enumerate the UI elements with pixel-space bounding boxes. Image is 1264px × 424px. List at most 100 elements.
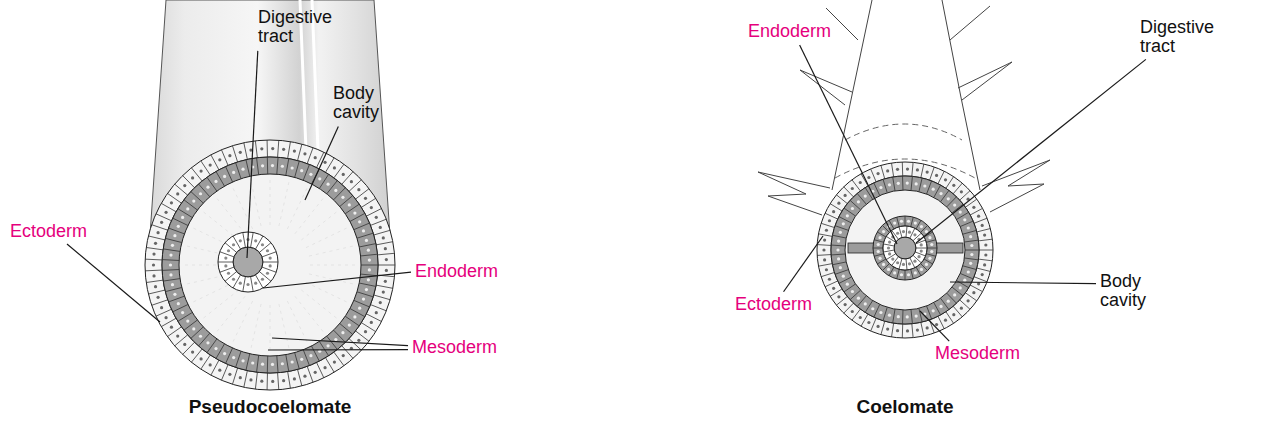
cell-wall: [201, 161, 210, 175]
cell-wall: [251, 277, 254, 292]
cell-wall: [298, 144, 302, 160]
cell-nucleus: [916, 328, 919, 331]
cell-wall: [334, 164, 344, 178]
cell-wall: [835, 270, 848, 275]
cell-wall: [378, 265, 395, 266]
cell-nucleus: [266, 272, 269, 275]
cell-nucleus: [914, 271, 917, 274]
cell-nucleus: [199, 357, 202, 360]
cell-wall: [361, 265, 378, 266]
cell-wall: [817, 254, 831, 256]
cell-nucleus: [926, 170, 929, 173]
cell-nucleus: [186, 207, 189, 210]
cell-nucleus: [191, 176, 194, 179]
cell-wall: [340, 196, 353, 207]
cell-wall: [184, 320, 198, 330]
cell-wall: [342, 346, 353, 359]
cell-wall: [919, 308, 922, 322]
cell-nucleus: [897, 315, 900, 318]
cell-nucleus: [176, 192, 179, 195]
cell-wall: [374, 295, 390, 300]
cell-wall: [861, 174, 868, 186]
cavity-shading: [301, 212, 336, 240]
cell-nucleus: [867, 321, 870, 324]
cell-nucleus: [906, 167, 909, 170]
cell-nucleus: [181, 216, 184, 219]
cell-nucleus: [825, 229, 828, 232]
cell-wall: [246, 354, 250, 371]
cell-nucleus: [271, 147, 274, 150]
cell-wall: [184, 200, 198, 210]
cell-nucleus: [888, 314, 891, 317]
cell-wall: [946, 312, 954, 324]
cell-wall: [349, 339, 361, 351]
cell-wall: [350, 213, 365, 221]
cell-nucleus: [846, 214, 849, 217]
cell-wall: [220, 252, 234, 257]
cell-nucleus: [357, 188, 360, 191]
cell-nucleus: [930, 243, 933, 246]
cell-wall: [946, 177, 954, 189]
cell-nucleus: [939, 192, 942, 195]
cell-wall: [926, 254, 936, 257]
cell-nucleus: [925, 263, 928, 266]
cell-wall: [156, 214, 172, 221]
cell-nucleus: [967, 226, 970, 229]
cell-nucleus: [323, 366, 326, 369]
cell-nucleus: [832, 210, 835, 213]
cell-nucleus: [823, 258, 826, 261]
cell-nucleus: [209, 363, 212, 366]
part-label: Body cavity: [333, 84, 403, 123]
cavity-shading: [217, 296, 245, 331]
part-label: Mesoderm: [412, 338, 497, 357]
cell-wall: [921, 264, 928, 271]
cell-nucleus: [382, 290, 385, 293]
cell-nucleus: [271, 164, 274, 167]
cell-nucleus: [303, 152, 306, 155]
cell-wall: [359, 244, 376, 247]
cell-nucleus: [341, 196, 344, 199]
cell-wall: [817, 244, 831, 246]
cell-nucleus: [983, 263, 986, 266]
cell-wall: [825, 213, 838, 219]
cell-wall: [191, 168, 202, 181]
cell-nucleus: [282, 148, 285, 151]
cell-nucleus: [384, 280, 387, 283]
cell-nucleus: [154, 285, 157, 288]
cell-wall: [221, 150, 228, 166]
cell-wall: [832, 262, 846, 265]
cell-wall: [244, 143, 248, 160]
cell-nucleus: [913, 260, 916, 263]
leader-line: [67, 244, 160, 322]
cell-nucleus: [271, 363, 274, 366]
cell-nucleus: [239, 282, 242, 285]
cell-layer: [883, 226, 927, 270]
cell-nucleus: [837, 239, 840, 242]
cell-wall: [232, 146, 237, 162]
cell-wall: [930, 167, 935, 180]
cell-nucleus: [342, 173, 345, 176]
cell-wall: [850, 290, 860, 299]
cell-wall: [821, 223, 834, 227]
cell-wall: [334, 330, 346, 342]
cell-nucleus: [878, 257, 881, 260]
cell-wall: [345, 204, 359, 214]
cell-wall: [295, 353, 300, 369]
cell-nucleus: [246, 283, 249, 286]
cell-wall: [145, 270, 162, 272]
cell-wall: [905, 270, 906, 280]
cell-nucleus: [935, 323, 938, 326]
cell-wall: [857, 193, 866, 204]
cell-wall: [161, 203, 176, 211]
cell-nucleus: [960, 190, 963, 193]
cell-wall: [295, 161, 300, 177]
cell-wall: [952, 287, 963, 296]
cell-nucleus: [209, 163, 212, 166]
cell-nucleus: [358, 307, 361, 310]
cell-nucleus: [375, 216, 378, 219]
cell-wall: [165, 287, 181, 291]
cell-wall: [207, 339, 217, 353]
cell-wall: [327, 336, 338, 349]
